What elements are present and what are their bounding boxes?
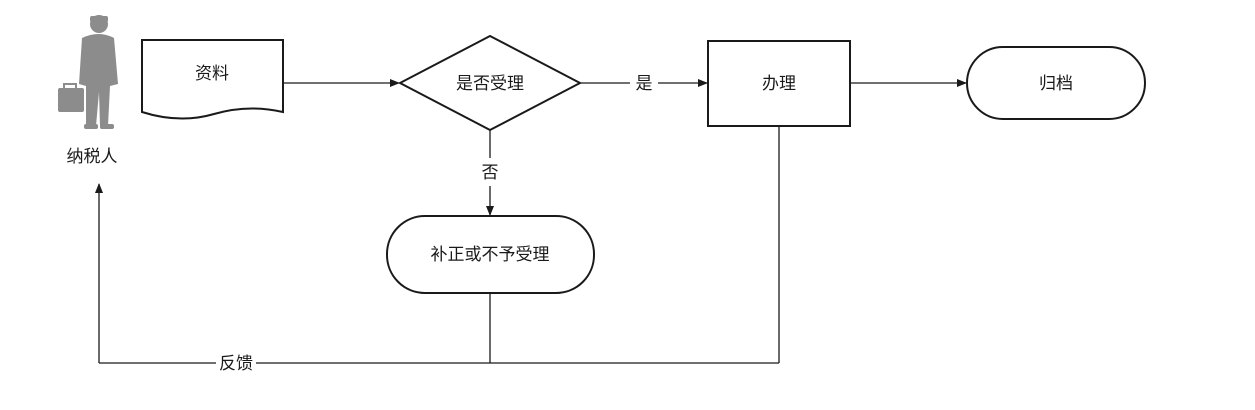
node-process: 办理: [707, 40, 851, 127]
node-archive-label: 归档: [1039, 74, 1073, 94]
edge-feedback-label: 反馈: [219, 354, 253, 374]
node-reject-label: 补正或不予受理: [431, 245, 550, 265]
taxpayer-icon: [58, 15, 118, 129]
node-archive: 归档: [966, 46, 1146, 120]
edge-yes-label: 是: [636, 74, 653, 94]
node-decision-label: 是否受理: [456, 74, 524, 94]
edge-no-label: 否: [482, 163, 499, 183]
actor-label: 纳税人: [67, 147, 118, 167]
node-process-label: 办理: [762, 74, 796, 94]
node-materials: 资料: [141, 39, 284, 120]
node-reject: 补正或不予受理: [386, 215, 595, 294]
node-materials-label: 资料: [195, 64, 229, 84]
node-decision: 是否受理: [397, 34, 583, 132]
